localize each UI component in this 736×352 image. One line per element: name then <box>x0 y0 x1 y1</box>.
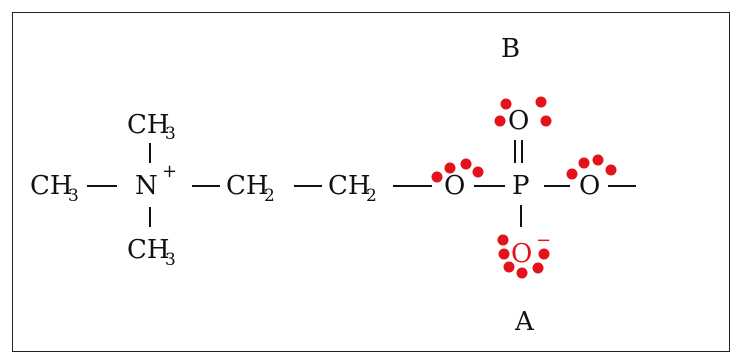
anionic-oxygen-label: O <box>511 239 532 269</box>
anionic-oxygen-lone-pairs <box>497 234 550 279</box>
lone-pair-dot <box>538 248 550 260</box>
diagram-frame <box>12 12 730 352</box>
marker-b: B <box>501 34 520 64</box>
ester-oxygen-lone-pairs <box>431 158 484 183</box>
first-methylene-label: CH <box>226 171 269 201</box>
lone-pair-dot <box>535 96 547 108</box>
first-methylene-subscript: 2 <box>264 186 275 206</box>
lone-pair-dot <box>497 234 509 246</box>
lone-pair-dot <box>460 158 472 170</box>
lone-pair-dot <box>503 261 515 273</box>
nitrogen-charge: + <box>162 161 177 182</box>
bottom-methyl-subscript: 3 <box>165 250 176 270</box>
phosphorus-label: P <box>512 171 530 201</box>
left-methyl-group: CH 3 <box>30 171 79 206</box>
lone-pair-dot <box>500 98 512 110</box>
right-oxygen-label: O <box>579 171 600 201</box>
marker-a: A <box>514 307 535 337</box>
lone-pair-dot <box>605 164 617 176</box>
ester-oxygen-label: O <box>444 171 465 201</box>
lone-pair-dot <box>540 115 552 127</box>
bottom-methyl-group: CH 3 <box>127 235 176 270</box>
lone-pair-dot <box>578 157 590 169</box>
top-methyl-label: CH <box>127 110 170 140</box>
lone-pair-dot <box>472 166 484 178</box>
lone-pair-dot <box>444 162 456 174</box>
first-methylene-group: CH 2 <box>226 171 275 206</box>
left-methyl-label: CH <box>30 171 73 201</box>
nitrogen-atom: N + <box>135 161 177 201</box>
lone-pair-dot <box>566 168 578 180</box>
second-methylene-group: CH 2 <box>328 171 377 206</box>
lone-pair-dot <box>431 171 443 183</box>
double-oxygen-label: O <box>508 106 529 136</box>
left-methyl-subscript: 3 <box>68 186 79 206</box>
lone-pair-dot <box>532 262 544 274</box>
second-methylene-label: CH <box>328 171 371 201</box>
top-methyl-group: CH 3 <box>127 110 176 144</box>
lone-pair-dot <box>516 267 528 279</box>
right-oxygen-lone-pairs <box>566 154 617 180</box>
double-oxygen-lone-pairs <box>494 96 552 127</box>
anionic-oxygen-charge: − <box>536 230 551 251</box>
nitrogen-label: N <box>135 171 158 201</box>
bottom-methyl-label: CH <box>127 235 170 265</box>
lone-pair-dot <box>592 154 604 166</box>
lone-pair-dot <box>498 248 510 260</box>
lone-pair-dot <box>494 115 506 127</box>
top-methyl-subscript: 3 <box>165 124 176 144</box>
second-methylene-subscript: 2 <box>366 186 377 206</box>
